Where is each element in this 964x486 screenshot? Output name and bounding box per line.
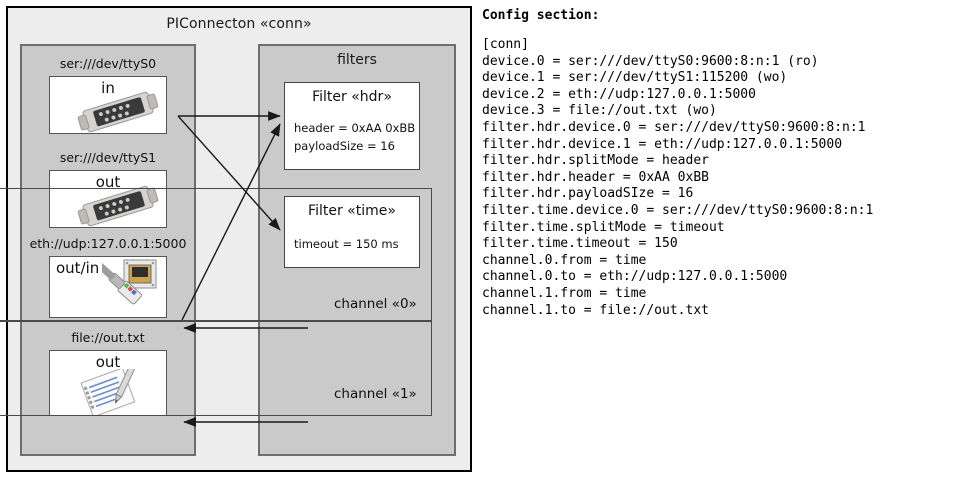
- filters-panel: filters Filter «hdr» header = 0xAA 0xBB …: [258, 44, 456, 456]
- channel-label-1: channel «1»: [334, 386, 417, 402]
- filter-title-time: Filter «time»: [308, 203, 396, 219]
- device-direction-ttyS1: out: [95, 173, 121, 191]
- device-box-file[interactable]: out: [49, 350, 167, 416]
- devices-panel: ser:///dev/ttyS0 in: [20, 44, 196, 456]
- filter-prop-payloadsize: payloadSize = 16: [294, 139, 395, 153]
- config-line: filter.hdr.device.1 = eth://udp:127.0.0.…: [482, 136, 843, 152]
- device-direction-file: out: [95, 353, 121, 371]
- config-line: channel.0.from = time: [482, 252, 647, 268]
- config-line: device.2 = eth://udp:127.0.0.1:5000: [482, 86, 756, 102]
- filter-card-hdr[interactable]: Filter «hdr» header = 0xAA 0xBB payloadS…: [284, 82, 420, 170]
- device-label-file: file://out.txt: [71, 330, 145, 345]
- config-line: filter.hdr.splitMode = header: [482, 153, 709, 169]
- serial-port-icon: [77, 91, 159, 133]
- text-file-icon: [80, 369, 136, 415]
- device-label-eth: eth://udp:127.0.0.1:5000: [29, 236, 187, 251]
- config-line: channel.1.to = file://out.txt: [482, 302, 709, 318]
- config-line: filter.hdr.device.0 = ser:///dev/ttyS0:9…: [482, 119, 866, 135]
- config-line: channel.1.from = time: [482, 285, 647, 301]
- config-line: [conn]: [482, 37, 529, 52]
- device-direction-eth: out/in: [56, 259, 100, 277]
- config-body: [conn]device.0 = ser:///dev/ttyS0:9600:8…: [482, 37, 960, 319]
- ethernet-jack-icon: [102, 259, 157, 305]
- config-line: filter.time.splitMode = timeout: [482, 219, 725, 235]
- device-box-eth[interactable]: out/in: [49, 256, 167, 318]
- config-line: channel.0.to = eth://udp:127.0.0.1:5000: [482, 269, 788, 285]
- config-line: filter.time.device.0 = ser:///dev/ttyS0:…: [482, 202, 874, 218]
- filter-title-hdr: Filter «hdr»: [312, 89, 392, 105]
- filter-prop-header: header = 0xAA 0xBB: [294, 121, 416, 135]
- config-line: filter.hdr.payloadSIze = 16: [482, 186, 694, 202]
- config-line: filter.hdr.header = 0xAA 0xBB: [482, 169, 709, 185]
- channel-rect-1: [0, 320, 432, 416]
- config-line: filter.time.timeout = 150: [482, 236, 678, 252]
- device-box-ttyS1[interactable]: out: [49, 170, 167, 228]
- channel-label-0: channel «0»: [334, 296, 417, 312]
- config-line: device.3 = file://out.txt (wo): [482, 103, 717, 119]
- config-section: Config section: [conn]device.0 = ser:///…: [482, 8, 960, 476]
- config-line: device.1 = ser:///dev/ttyS1:115200 (wo): [482, 70, 788, 86]
- device-box-ttyS0[interactable]: in: [49, 76, 167, 134]
- diagram-title: PIConnecton «conn»: [166, 16, 312, 32]
- config-line: device.0 = ser:///dev/ttyS0:9600:8:n:1 (…: [482, 53, 819, 69]
- device-direction-ttyS0: in: [101, 79, 115, 97]
- filters-panel-title: filters: [337, 52, 377, 68]
- connector-diagram: PIConnecton «conn» ser:///dev/ttyS0 in: [0, 6, 472, 472]
- config-heading: Config section:: [482, 8, 600, 23]
- device-label-ttyS1: ser:///dev/ttyS1: [59, 150, 157, 165]
- serial-port-icon: [77, 185, 159, 227]
- device-label-ttyS0: ser:///dev/ttyS0: [59, 56, 157, 71]
- filter-prop-timeout: timeout = 150 ms: [294, 237, 399, 251]
- filter-card-time[interactable]: Filter «time» timeout = 150 ms: [284, 196, 420, 268]
